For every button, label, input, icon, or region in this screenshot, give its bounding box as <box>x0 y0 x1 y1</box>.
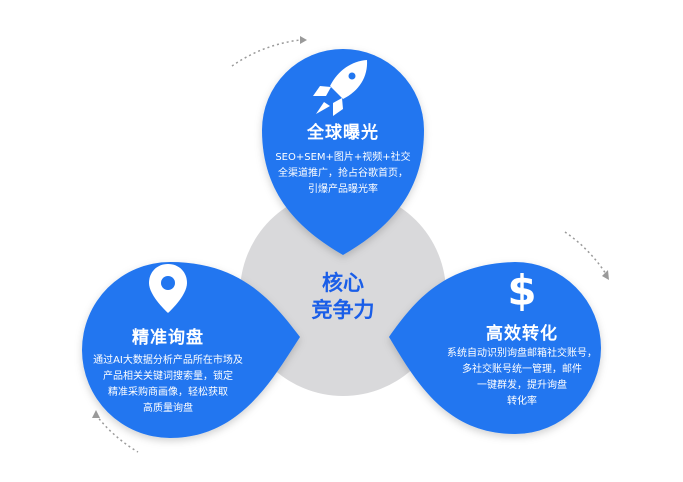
teardrop-right <box>389 262 601 434</box>
arrow-left <box>92 410 100 418</box>
core-label: 核心 竞争力 <box>293 270 393 324</box>
arrow-right <box>602 270 609 280</box>
rocket-icon <box>313 60 368 116</box>
dotted-arc-right <box>564 231 607 275</box>
left-desc-line: 精准采购商画像，轻松获取 <box>108 387 228 398</box>
teardrop-left <box>82 262 300 438</box>
core-label-line2: 竞争力 <box>311 298 375 322</box>
top-title: 全球曝光 <box>307 123 379 143</box>
top-desc-line: SEO+SEM+图片+视频+社交 <box>275 152 411 163</box>
top-description: SEO+SEM+图片+视频+社交 全渠道推广，抢占谷歌首页， 引爆产品曝光率 <box>263 150 423 198</box>
left-title: 精准询盘 <box>132 328 204 348</box>
top-desc-line: 引爆产品曝光率 <box>308 184 378 195</box>
right-desc-line: 转化率 <box>507 396 537 407</box>
right-title: 高效转化 <box>486 324 558 344</box>
right-desc-line: 系统自动识别询盘邮箱社交账号， <box>447 348 597 359</box>
left-description: 通过AI大数据分析产品所在市场及 产品相关关键词搜索量，锁定 精准采购商画像，轻… <box>83 353 253 417</box>
core-label-line1: 核心 <box>322 271 364 295</box>
left-desc-line: 产品相关关键词搜索量，锁定 <box>103 371 233 382</box>
dotted-arc-top <box>231 39 301 67</box>
left-desc-line: 通过AI大数据分析产品所在市场及 <box>93 355 243 366</box>
teardrop-top <box>262 49 424 255</box>
left-desc-line: 高质量询盘 <box>143 403 193 414</box>
right-description: 系统自动识别询盘邮箱社交账号， 多社交账号统一管理，邮件 一键群发，提升询盘 转… <box>432 346 612 410</box>
arrow-top <box>300 36 307 44</box>
right-desc-line: 多社交账号统一管理，邮件 <box>462 364 582 375</box>
location-pin-icon <box>149 264 187 313</box>
top-desc-line: 全渠道推广，抢占谷歌首页， <box>278 168 408 179</box>
dollar-icon: $ <box>507 266 536 315</box>
right-desc-line: 一键群发，提升询盘 <box>477 380 567 391</box>
